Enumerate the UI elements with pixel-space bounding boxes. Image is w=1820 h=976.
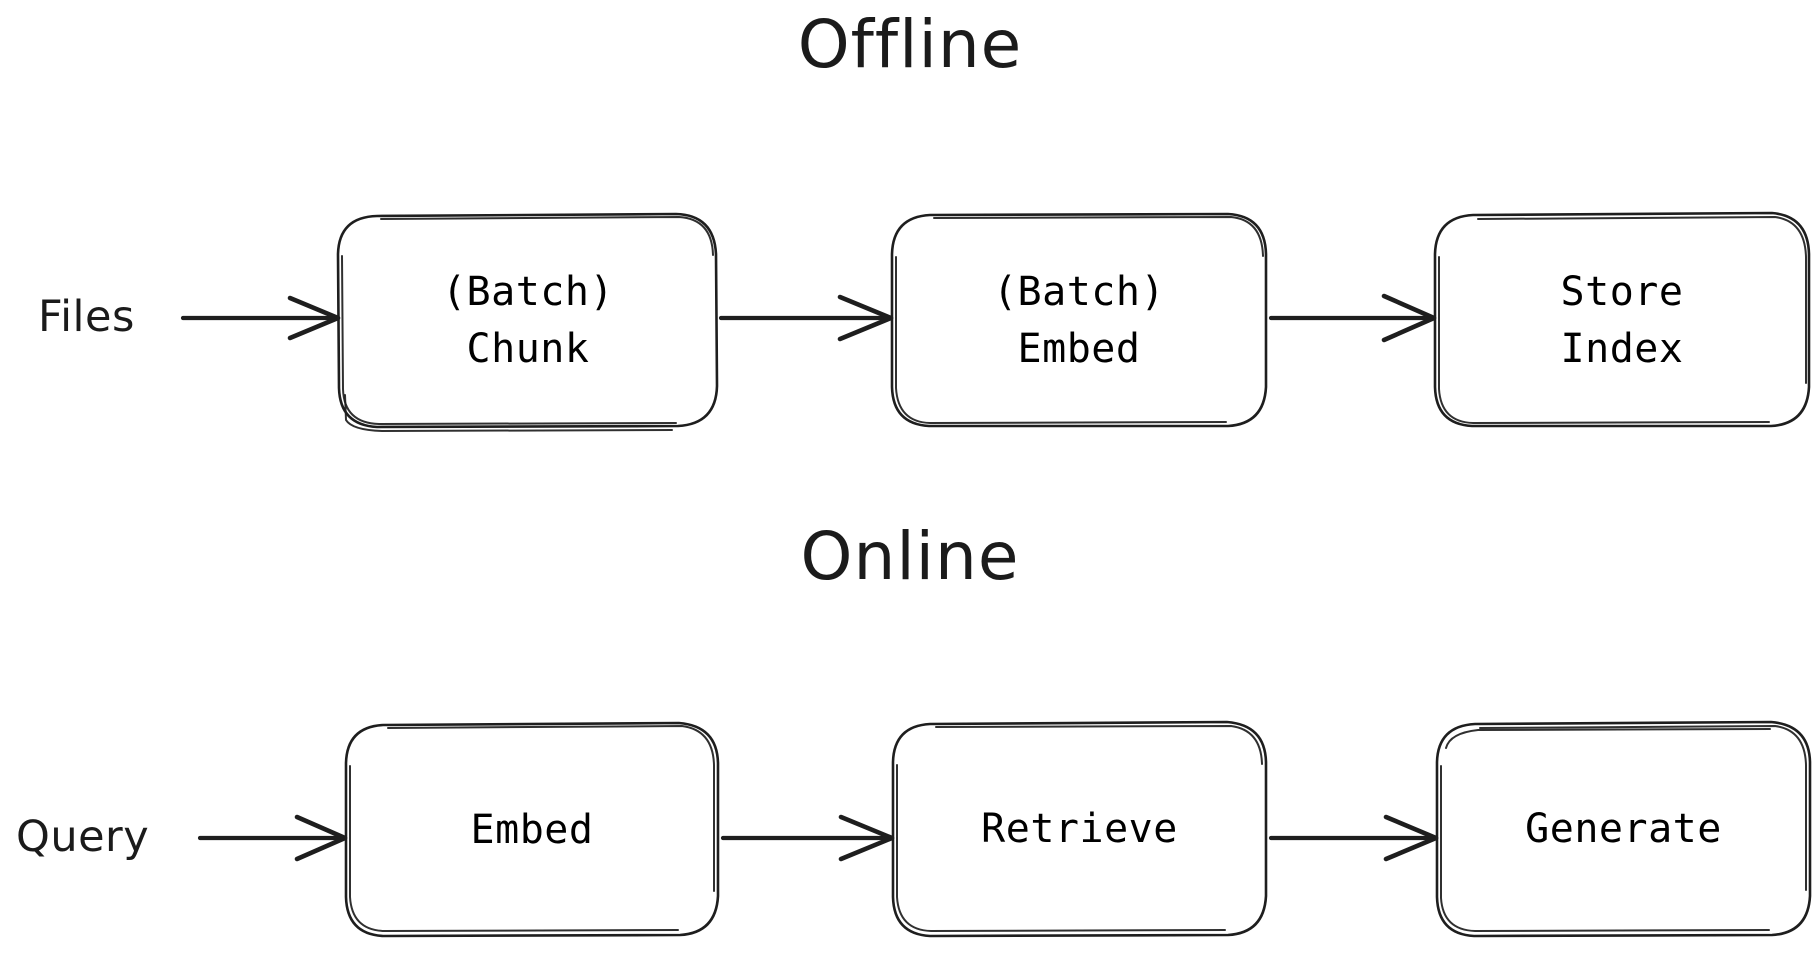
node-shape-batch-embed (890, 212, 1268, 428)
node-store-index[interactable]: Store Index (1435, 215, 1809, 427)
node-store-index-text: Store Index (1561, 264, 1684, 378)
arrow-embed-to-retrieve (720, 814, 895, 862)
node-shape-batch-chunk (336, 212, 719, 432)
arrow-chunk-to-embed (718, 294, 894, 342)
node-batch-embed-line1: (Batch) (992, 269, 1166, 316)
input-label-files: Files (38, 292, 135, 342)
node-shape-retrieve (891, 720, 1268, 938)
node-store-index-line1: Store (1560, 269, 1684, 316)
node-retrieve[interactable]: Retrieve (893, 722, 1266, 936)
arrow-query-to-embed (197, 814, 348, 862)
node-batch-embed-line2: Embed (1017, 326, 1141, 372)
section-title-online: Online (800, 518, 1020, 595)
node-generate[interactable]: Generate (1437, 722, 1810, 936)
node-batch-embed-text: (Batch) Embed (993, 264, 1165, 378)
node-batch-chunk-text: (Batch) Chunk (442, 264, 614, 378)
node-retrieve-text: Retrieve (981, 805, 1178, 852)
node-shape-generate (1435, 720, 1812, 938)
node-batch-chunk[interactable]: (Batch) Chunk (339, 215, 717, 427)
arrow-embed-to-store (1268, 293, 1437, 343)
node-shape-store-index (1433, 211, 1811, 428)
node-batch-chunk-line2: Chunk (466, 326, 590, 372)
node-batch-chunk-line1: (Batch) (441, 269, 615, 316)
node-store-index-line2: Index (1560, 326, 1684, 372)
arrow-retrieve-to-generate (1268, 814, 1439, 862)
section-title-offline: Offline (797, 6, 1023, 83)
node-generate-text: Generate (1525, 805, 1722, 852)
input-label-query: Query (16, 812, 150, 862)
node-batch-embed[interactable]: (Batch) Embed (892, 215, 1266, 427)
arrow-files-to-chunk (180, 295, 341, 341)
node-shape-embed (344, 721, 720, 938)
node-embed[interactable]: Embed (346, 723, 718, 937)
node-embed-text: Embed (470, 806, 594, 853)
